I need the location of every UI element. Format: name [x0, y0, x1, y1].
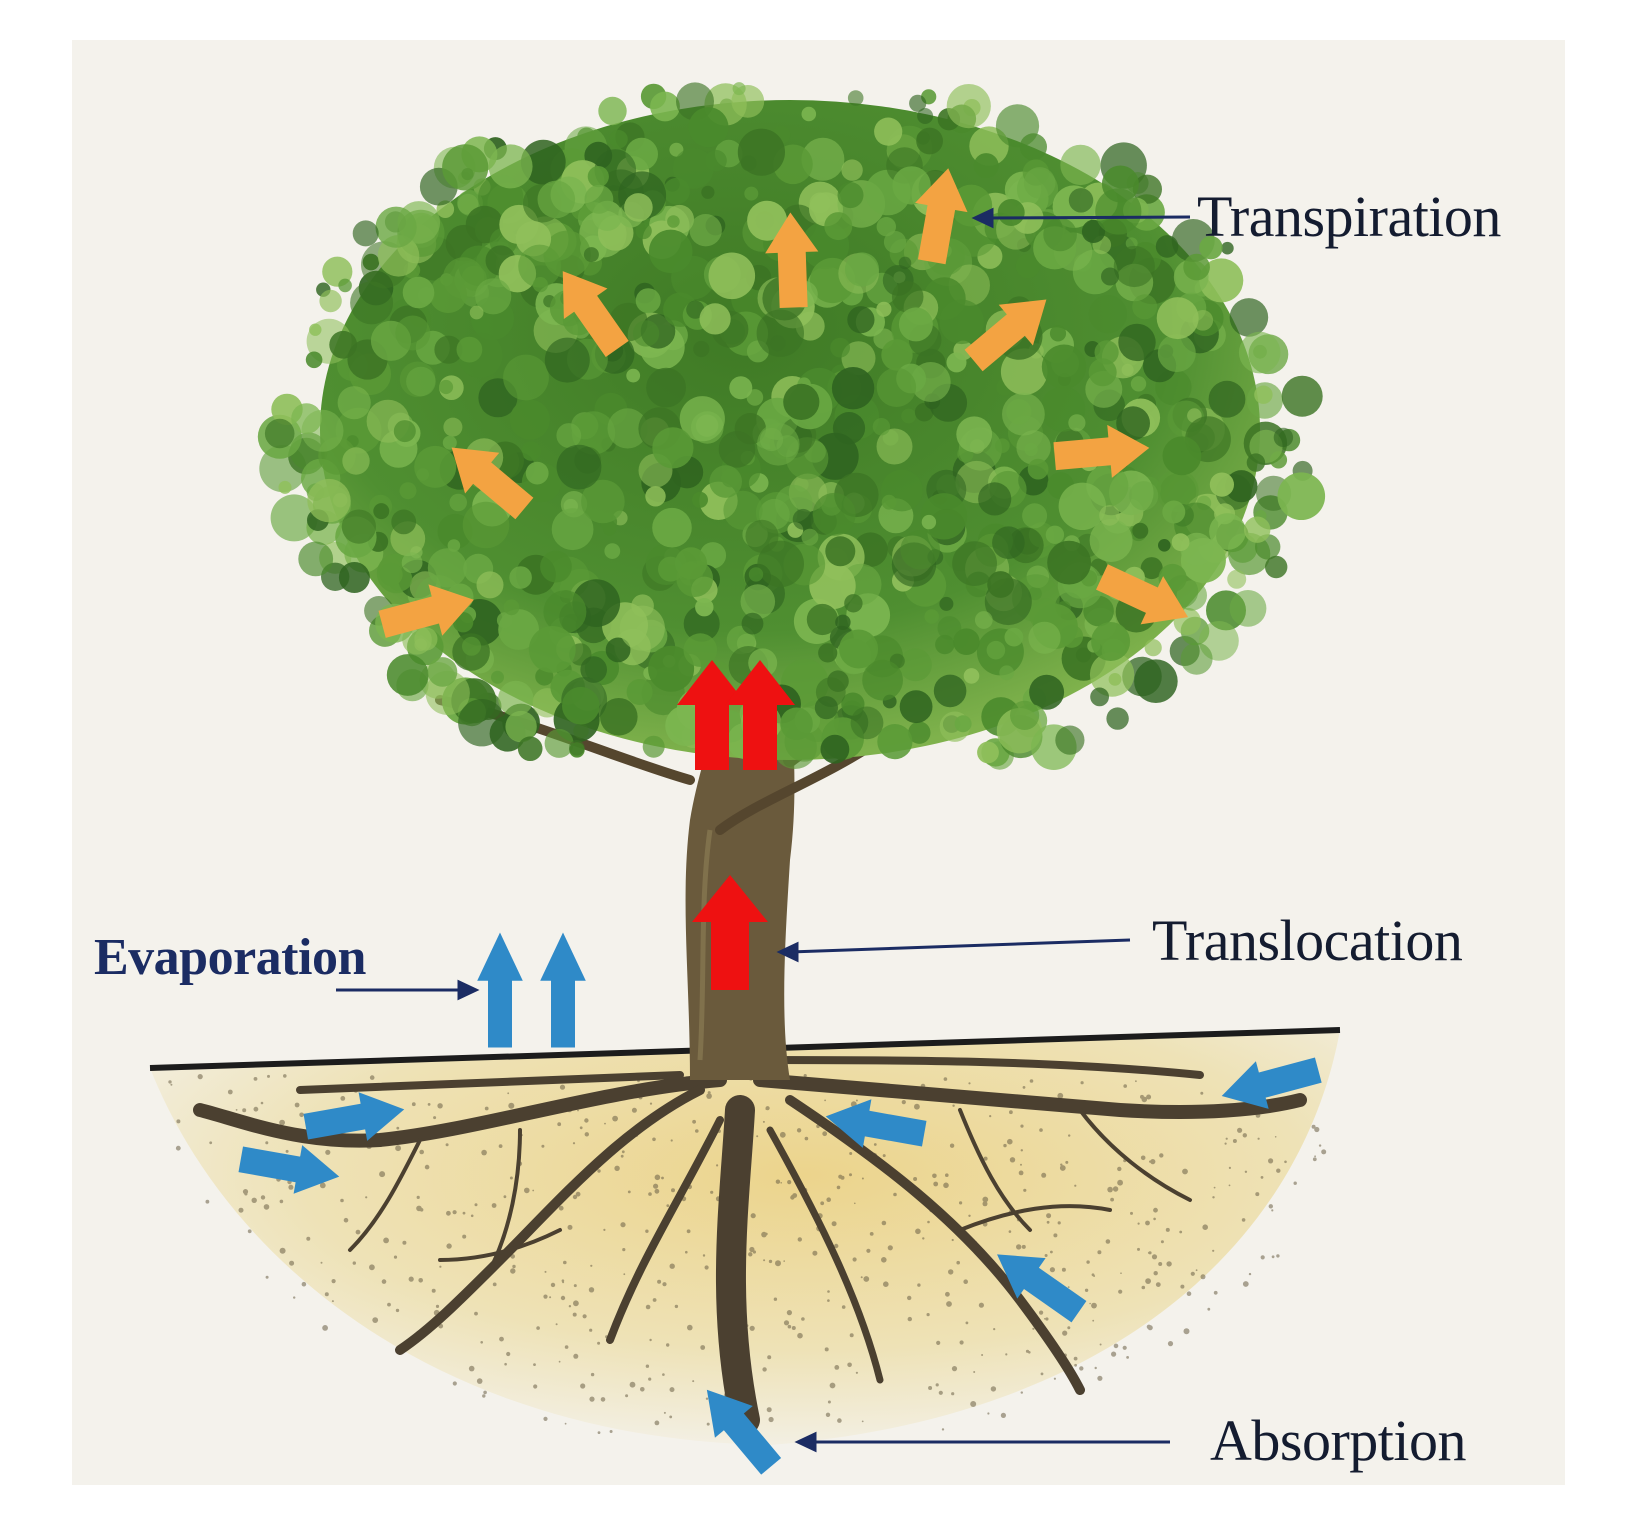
absorption-arrow-3: [825, 1099, 927, 1148]
transpiration-arrow-6: [1053, 424, 1150, 478]
transpiration-arrow-5: [451, 447, 534, 520]
absorption-arrow-2: [238, 1145, 340, 1194]
evaporation-arrow-left: [477, 932, 523, 1048]
transpiration-arrow-2: [765, 212, 819, 308]
evaporation-pointer: [336, 979, 480, 1001]
root-system: [193, 1056, 1307, 1435]
absorption-pointer: [794, 1431, 1170, 1453]
transpiration-arrow-3: [562, 271, 629, 357]
absorption-arrow-5: [997, 1254, 1087, 1323]
transpiration-pointer: [971, 207, 1191, 229]
transpiration-arrow-1: [915, 168, 968, 265]
label-pointers: [336, 207, 1191, 1453]
transpiration-arrows: [378, 168, 1189, 638]
translocation-arrow-upper-right: [725, 660, 795, 770]
translocation-arrow-trunk: [692, 875, 768, 990]
absorption-label: Absorption: [1210, 1408, 1467, 1473]
transpiration-arrow-7: [378, 584, 474, 638]
translocation-label: Translocation: [1152, 908, 1463, 973]
water-arrows: [238, 932, 1322, 1475]
evaporation-label: Evaporation: [94, 929, 366, 986]
evaporation-arrow-right: [540, 932, 586, 1048]
transpiration-label: Transpiration: [1197, 184, 1501, 249]
transpiration-arrow-8: [1096, 564, 1189, 625]
translocation-arrows: [677, 660, 795, 990]
absorption-arrow-4: [1221, 1057, 1322, 1109]
absorption-arrow-6: [706, 1389, 782, 1475]
translocation-arrow-upper-left: [677, 660, 747, 770]
absorption-arrow-1: [303, 1092, 405, 1141]
transpiration-arrow-4: [964, 299, 1047, 372]
translocation-pointer: [776, 938, 1131, 963]
tree-canopy: [257, 82, 1326, 770]
